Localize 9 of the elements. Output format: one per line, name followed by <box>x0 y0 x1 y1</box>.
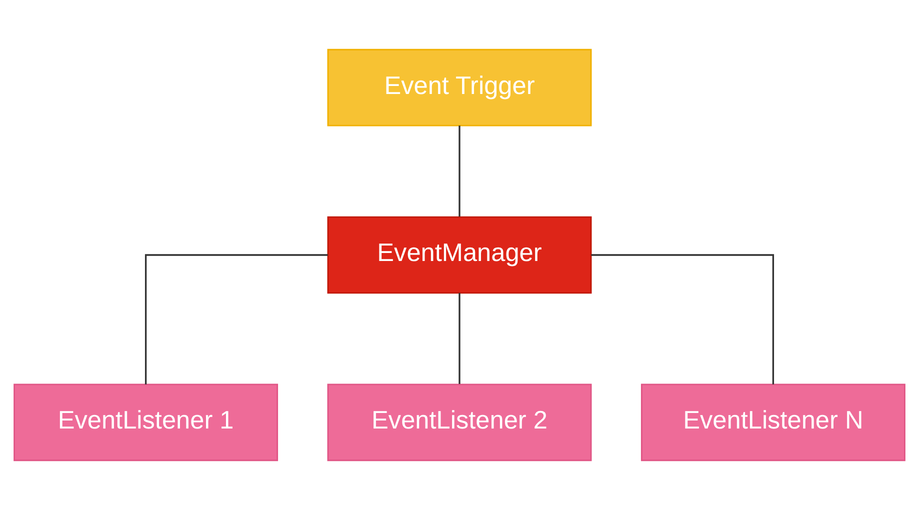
connector <box>144 254 328 384</box>
connector <box>458 126 460 217</box>
node-box: EventListener 2 <box>327 384 592 462</box>
connector <box>458 292 460 384</box>
node-box: EventListener 1 <box>14 384 278 462</box>
node-box: Event Trigger <box>327 48 592 126</box>
node-box: EventListener N <box>640 384 906 462</box>
node-box: EventManager <box>327 216 592 294</box>
connector <box>591 254 774 384</box>
